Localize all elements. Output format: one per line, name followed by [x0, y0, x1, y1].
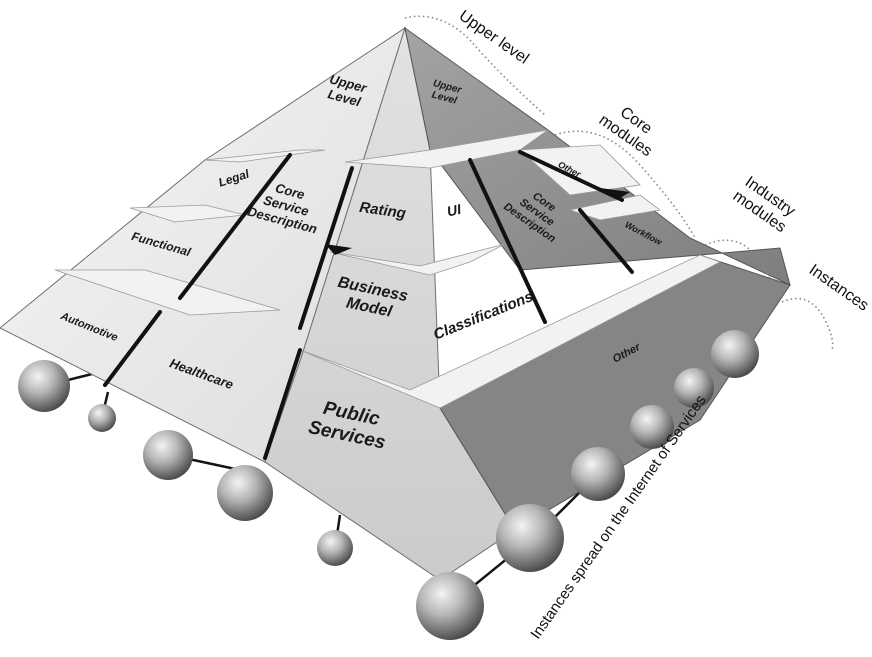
- instance-sphere: [674, 368, 714, 408]
- divider: [518, 150, 624, 202]
- instance-sphere: [143, 430, 193, 480]
- instance-sphere: [711, 330, 759, 378]
- ledge-upper-right: [344, 129, 549, 169]
- ledge-right-upper: [519, 144, 641, 196]
- front-face: [264, 26, 516, 581]
- instance-spheres: [18, 330, 759, 640]
- divider: [578, 208, 634, 274]
- divider: [103, 310, 162, 387]
- pyramid-body: [0, 26, 791, 581]
- instance-sphere: [88, 404, 116, 432]
- ledge-right-mid: [568, 194, 661, 221]
- label-core-service-left: CoreServiceDescription: [246, 175, 327, 237]
- label-classifications: Classifications: [431, 288, 536, 343]
- label-ui: UI: [445, 201, 463, 220]
- instance-sphere: [630, 405, 674, 449]
- divider: [298, 166, 354, 330]
- divider-arrow: [600, 188, 630, 198]
- ledge-mid-right: [329, 243, 506, 276]
- instance-sphere: [571, 447, 625, 501]
- brace-core-modules: [554, 130, 696, 239]
- segment-dividers: [103, 150, 634, 460]
- brace-industry-modules: [704, 239, 779, 299]
- tier-ledges: [54, 129, 722, 409]
- divider: [263, 348, 302, 460]
- annotation-industry-modules: Industrymodules: [730, 172, 800, 236]
- instance-sphere: [18, 360, 70, 412]
- brace-instances: [781, 297, 834, 351]
- instance-sphere: [317, 530, 353, 566]
- ledge-low-right: [299, 254, 722, 409]
- ledge-low-left: [54, 269, 281, 316]
- divider-arrow: [325, 244, 352, 255]
- divider: [178, 153, 292, 300]
- instance-sphere: [416, 572, 484, 640]
- ledge-upper-left: [204, 149, 326, 163]
- instance-sphere: [217, 465, 273, 521]
- label-rating: Rating: [358, 199, 407, 222]
- divider: [468, 158, 547, 324]
- instance-sphere: [496, 504, 564, 572]
- annotation-braces: [404, 15, 834, 351]
- brace-upper-level: [404, 15, 546, 116]
